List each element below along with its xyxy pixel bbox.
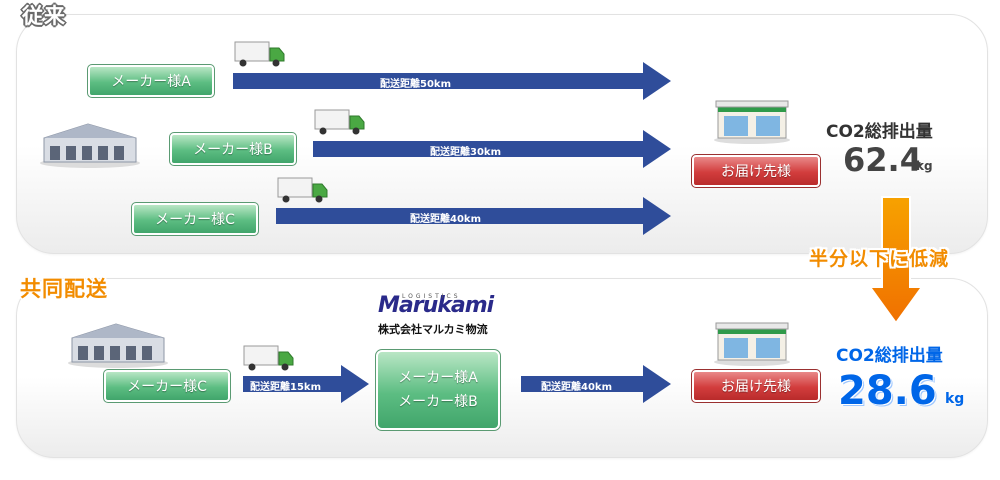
co2-label-conventional: CO2総排出量 [826, 122, 933, 142]
marukami-logo: Marukami LOGISTICS 株式会社マルカミ物流 [378, 293, 508, 337]
route-arrow [521, 365, 671, 403]
warehouse-icon [68, 323, 168, 368]
route-label: 配送距離15km [250, 382, 321, 393]
route-arrow [233, 62, 671, 100]
route-label: 配送距離40km [541, 382, 612, 393]
truck-icon [314, 109, 365, 135]
store-icon [714, 322, 790, 366]
maker-c-button[interactable]: メーカー様C [103, 369, 231, 403]
route-arrow [243, 365, 369, 403]
consolidated-makers-box[interactable]: メーカー様A メーカー様B [375, 349, 501, 431]
down-arrow-icon [868, 196, 924, 325]
section-title-conventional: 従来 [22, 4, 66, 28]
route-label: 配送距離40km [410, 214, 481, 225]
route-arrow [276, 197, 671, 235]
maker-a-button[interactable]: メーカー様A [87, 64, 215, 98]
truck-icon [234, 41, 285, 67]
truck-icon [243, 345, 294, 371]
maker-c-button[interactable]: メーカー様C [131, 202, 259, 236]
warehouse-icon [40, 123, 140, 168]
destination-button[interactable]: お届け先様 [691, 154, 821, 188]
destination-button[interactable]: お届け先様 [691, 369, 821, 403]
route-label: 配送距離30km [430, 147, 501, 158]
logo-subtitle: LOGISTICS [402, 293, 461, 300]
co2-value-conventional: 62.4 [843, 141, 922, 179]
co2-label-joint: CO2総排出量 [836, 346, 943, 366]
co2-value-joint: 28.6 [838, 368, 937, 414]
joint-delivery-panel [16, 278, 988, 458]
route-arrow [313, 130, 671, 168]
route-label: 配送距離50km [380, 79, 451, 90]
maker-b-button[interactable]: メーカー様B [169, 132, 297, 166]
logo-company-name: 株式会社マルカミ物流 [378, 323, 488, 336]
reduction-label: 半分以下に低減 [809, 248, 950, 270]
merged-maker-a: メーカー様A [398, 370, 478, 386]
co2-unit-joint: kg [945, 391, 965, 407]
co2-unit-conventional: kg [916, 159, 933, 173]
truck-icon [277, 177, 328, 203]
store-icon [714, 100, 790, 144]
merged-maker-b: メーカー様B [398, 394, 478, 410]
section-title-joint: 共同配送 [20, 277, 108, 301]
logo-wordmark: Marukami [378, 293, 494, 318]
